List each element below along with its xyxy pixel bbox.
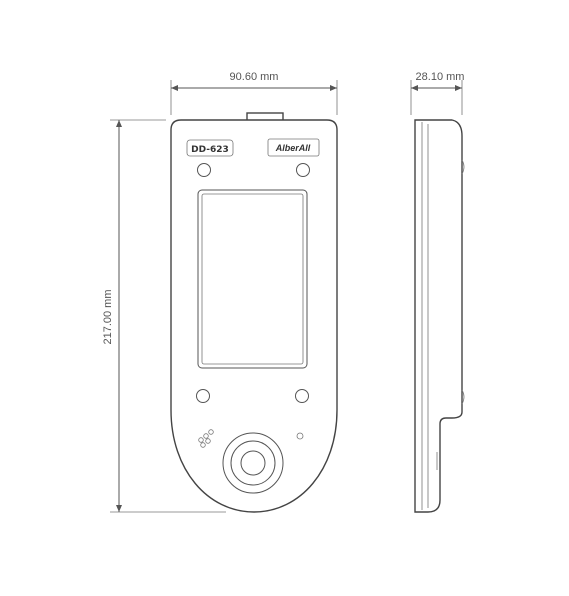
screw-bottom-left (196, 389, 210, 403)
display-screen (201, 193, 304, 365)
brand-logo: AlberAll (275, 143, 311, 153)
brand-logo-box (267, 138, 320, 157)
width-dimension: 90.60 mm (170, 71, 338, 115)
depth-dimension: 28.10 mm (410, 71, 465, 115)
speaker-grille (198, 429, 214, 448)
call-button-inner-ring (230, 440, 276, 486)
model-label: DD-623 (191, 145, 229, 155)
side-mount-tab-bottom (461, 389, 465, 405)
height-label: 217.00 mm (102, 289, 114, 344)
device-body-outline (170, 119, 338, 513)
side-body-outline (414, 119, 463, 513)
side-mount-tab-top (461, 159, 465, 175)
call-button (240, 450, 266, 476)
indicator-led (296, 432, 304, 440)
width-label: 90.60 mm (230, 71, 279, 83)
height-dimension: 217.00 mm (102, 119, 226, 513)
front-view: DD-623 AlberAll (170, 112, 338, 513)
model-label-box (186, 139, 234, 157)
screw-top-right (296, 163, 310, 177)
side-view (414, 119, 465, 513)
screw-top-left (197, 163, 211, 177)
screw-bottom-right (295, 389, 309, 403)
call-button-outer-ring (222, 432, 284, 494)
display-bezel (197, 189, 308, 369)
depth-label: 28.10 mm (416, 71, 465, 83)
